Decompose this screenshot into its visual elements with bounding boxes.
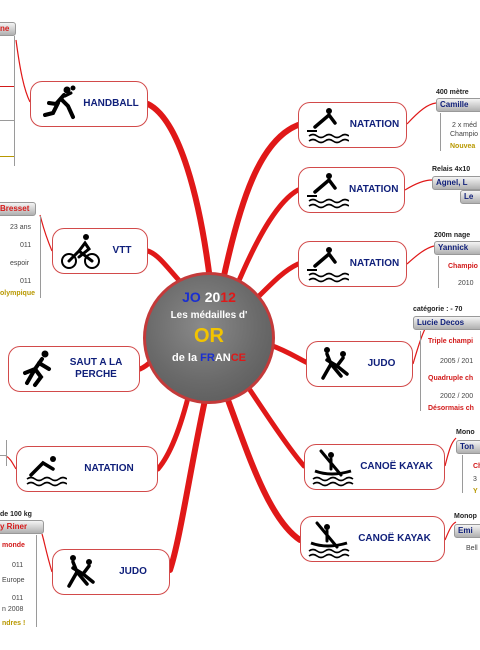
judo-icon [321, 347, 349, 380]
detail-bracket [14, 36, 15, 166]
detail-line: 3 [473, 476, 477, 483]
detail-line: monde [2, 542, 25, 549]
detail-line: olympique [0, 290, 36, 297]
athlete-badge-judo-left: y Riner [0, 520, 44, 534]
detail-line: Désormais ch [428, 405, 474, 412]
detail-rule [0, 156, 14, 157]
pole-vault-icon [23, 350, 51, 387]
handball-icon [43, 85, 76, 119]
athlete-badge-canoe-1: Ton [456, 440, 480, 454]
detail-line: Bell [466, 545, 478, 552]
detail-line: 23 ans [10, 224, 32, 231]
topic-label-canoe-2: CANOË KAYAK [358, 533, 431, 544]
detail-line: 2002 / 200 [440, 393, 474, 400]
detail-line: Champio [450, 131, 479, 138]
topic-natation-left[interactable]: NATATION [16, 446, 158, 492]
detail-heading-judo-right: catégorie : - 70 [413, 306, 463, 313]
topic-label-judo-right: JUDO [367, 358, 396, 369]
detail-rule [0, 86, 14, 87]
cycling-icon [61, 234, 100, 269]
topic-natation-1[interactable]: NATATION [298, 102, 407, 148]
detail-heading-natation-2: Relais 4x10 [432, 166, 471, 173]
canoe-kayak-icon [312, 449, 354, 487]
detail-heading-natation-1: 400 mètre [436, 89, 469, 96]
topic-label-canoe-1: CANOË KAYAK [360, 461, 433, 472]
detail-line: Europe [2, 577, 25, 584]
athlete-badge-canoe-2: Emi [454, 524, 480, 538]
topic-label-natation-2: NATATION [349, 184, 399, 195]
topic-label-natation-3: NATATION [349, 258, 400, 269]
detail-line: 011 [12, 562, 24, 569]
topic-canoe-2[interactable]: CANOË KAYAK [300, 516, 445, 562]
diving-icon [307, 108, 349, 144]
detail-heading-natation-3: 200m nage [434, 232, 471, 239]
topic-natation-2[interactable]: NATATION [298, 167, 405, 213]
detail-line: Ch [473, 463, 480, 470]
detail-line: 2 x méd [452, 122, 477, 129]
topic-label-natation-left: NATATION [84, 463, 134, 474]
athlete-badge-natation-3: Yannick [434, 241, 480, 255]
detail-bracket [36, 535, 37, 627]
topic-label-handball: HANDBALL [83, 98, 139, 109]
canoe-kayak-icon [308, 521, 350, 559]
topic-judo-left[interactable]: JUDO [52, 549, 170, 595]
detail-bracket [420, 331, 421, 411]
detail-line: 2005 / 201 [440, 358, 474, 365]
detail-bracket [40, 216, 41, 298]
judo-icon [67, 555, 95, 588]
detail-line: ndres ! [2, 620, 26, 627]
detail-line: Quadruple ch [428, 375, 474, 382]
detail-rule [0, 455, 6, 456]
detail-bracket [462, 455, 463, 493]
detail-heading-canoe-1: Mono [456, 429, 475, 436]
athlete-badge-natation-1: Camille [436, 98, 480, 112]
athlete-badge-natation-2b: Le [460, 190, 480, 204]
athlete-badge-handball: ne [0, 22, 16, 36]
detail-line: 011 [20, 242, 32, 249]
center-france: de la FRANCE [172, 352, 246, 364]
detail-line: Nouvea [450, 143, 476, 150]
detail-line: 011 [12, 595, 24, 602]
topic-label-judo-left: JUDO [119, 566, 147, 577]
detail-line: 011 [20, 278, 32, 285]
swimming-icon [26, 456, 67, 487]
detail-line: Y [473, 488, 478, 495]
athlete-badge-judo-right: Lucie Decos [413, 316, 480, 330]
topic-label-saut: SAUT A LA PERCHE [69, 357, 123, 380]
topic-judo-right[interactable]: JUDO [306, 341, 413, 387]
detail-heading-canoe-2: Monop [454, 513, 477, 520]
diving-icon [307, 247, 349, 283]
detail-heading-judo-left: de 100 kg [0, 511, 32, 518]
detail-line: Triple champi [428, 338, 474, 345]
topic-canoe-1[interactable]: CANOË KAYAK [304, 444, 445, 490]
topic-label-natation-1: NATATION [349, 119, 400, 130]
detail-line: espoir [10, 260, 30, 267]
detail-bracket [440, 113, 441, 151]
detail-bracket [6, 440, 7, 466]
topic-saut-perche[interactable]: SAUT A LA PERCHE [8, 346, 140, 392]
topic-natation-3[interactable]: NATATION [298, 241, 407, 287]
athlete-badge-natation-2: Agnel, L [432, 176, 480, 190]
detail-bracket [438, 256, 439, 288]
topic-handball[interactable]: HANDBALL [30, 81, 148, 127]
detail-line: Champio [448, 263, 478, 270]
center-subtitle: Les médailles d' [170, 310, 248, 321]
detail-rule [0, 120, 14, 121]
topic-vtt[interactable]: VTT [52, 228, 148, 274]
detail-line: n 2008 [2, 606, 24, 613]
athlete-badge-vtt: Bresset [0, 202, 36, 216]
topic-label-vtt: VTT [112, 245, 132, 256]
center-or: OR [194, 325, 224, 347]
center-title-jo2012: JO 2012 [182, 289, 236, 305]
central-topic: JO 2012 Les médailles d' OR de la FRANCE [143, 272, 275, 404]
diving-icon [307, 173, 349, 209]
detail-line: 2010 [458, 280, 474, 287]
